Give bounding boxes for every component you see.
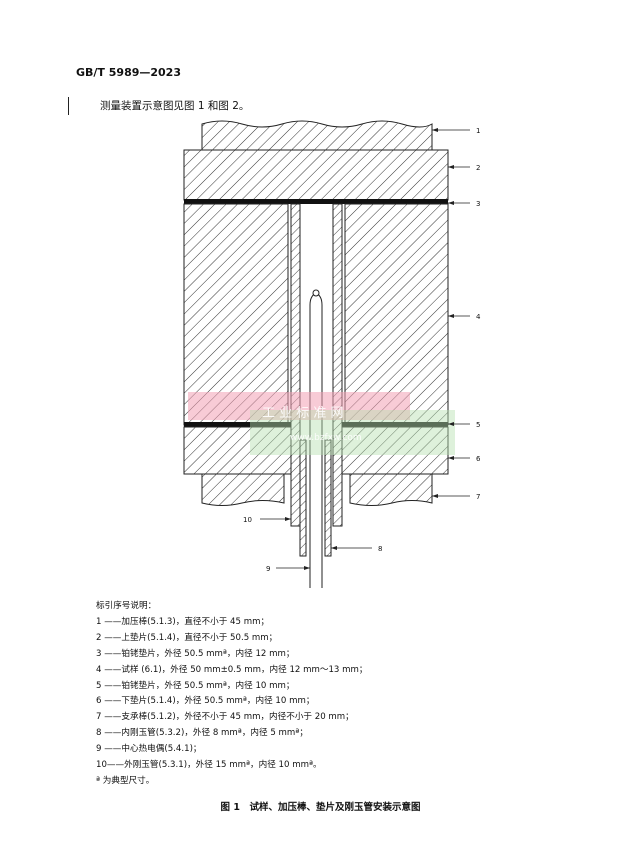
inner-tube-left-wall [299, 439, 307, 557]
outer-tube-left-wall [290, 203, 301, 527]
support-rod-right [349, 473, 433, 506]
watermark-text-1: 工 业 标 准 网 [262, 406, 344, 421]
callout-3: 3 [476, 200, 480, 208]
legend: 标引序号说明： 1 ——加压棒(5.1.3)，直径不小于 45 mm； 2 ——… [96, 599, 367, 790]
callout-10: 10 [243, 516, 252, 524]
legend-item: 1 ——加压棒(5.1.3)，直径不小于 45 mm； [96, 616, 270, 627]
callout-9: 9 [266, 565, 270, 573]
lower-gasket-left [183, 426, 292, 475]
intro-text: 测量装置示意图见图 1 和图 2。 [100, 100, 250, 112]
legend-item: 7 ——支承棒(5.1.2)，外径不小于 45 mm，内径不小于 20 mm； [96, 712, 354, 723]
callout-2: 2 [476, 164, 480, 172]
upper-gasket [183, 149, 449, 201]
support-rod-left [201, 473, 285, 506]
legend-item: 5 ——铂铑垫片，外径 50.5 mmª，内径 10 mm； [96, 680, 295, 691]
outer-tube-right-wall [332, 203, 343, 527]
legend-note: ª 为典型尺寸。 [96, 775, 155, 786]
callout-6: 6 [476, 455, 481, 463]
watermark-text-2: www.bzfxw.com [290, 433, 362, 443]
pt-rh-gasket-top [184, 199, 448, 204]
lower-gasket-right [341, 426, 449, 475]
legend-item: 2 ——上垫片(5.1.4)，直径不小于 50.5 mm； [96, 632, 278, 643]
legend-item: 9 ——中心热电偶(5.4.1)； [96, 744, 202, 755]
margin-change-bar [68, 97, 69, 115]
callout-1: 1 [476, 127, 480, 135]
figure-caption: 图 1 试样、加压棒、垫片及刚玉管安装示意图 [220, 802, 421, 813]
standard-number-header: GB/T 5989—2023 [76, 66, 181, 79]
legend-item: 6 ——下垫片(5.1.4)，外径 50.5 mmª，内径 10 mm； [96, 696, 315, 707]
callout-7: 7 [476, 493, 480, 501]
callout-4: 4 [476, 313, 481, 321]
legend-item: 10——外刚玉管(5.3.1)，外径 15 mmª，内径 10 mmª。 [96, 760, 322, 771]
specimen-left [183, 203, 289, 426]
legend-item: 4 ——试样 (6.1)，外径 50 mm±0.5 mm，内径 12 mm～13… [96, 664, 368, 675]
watermark-pink [188, 392, 410, 420]
specimen-right [344, 203, 449, 426]
pt-rh-gasket-bottom [184, 422, 291, 427]
legend-item: 3 ——铂铑垫片，外径 50.5 mmª，内径 12 mm； [96, 648, 295, 659]
watermark-green [250, 410, 455, 455]
callout-5: 5 [476, 421, 480, 429]
inner-tube-right-wall [324, 439, 332, 557]
pressure-rod [201, 120, 433, 151]
callout-8: 8 [378, 545, 382, 553]
legend-title: 标引序号说明： [96, 601, 157, 611]
legend-item: 8 ——内刚玉管(5.3.2)，外径 8 mmª，内径 5 mmª； [96, 728, 308, 739]
